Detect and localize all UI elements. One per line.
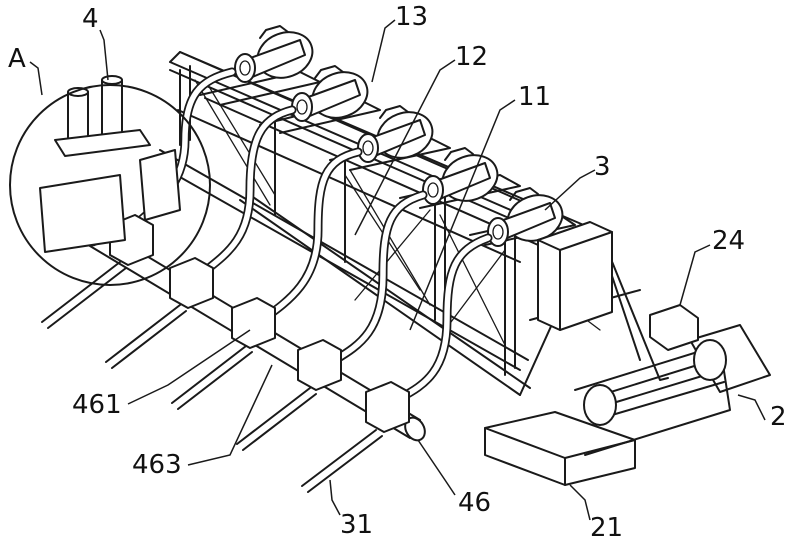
control-box [537, 221, 613, 331]
clamps [109, 214, 410, 433]
label-21: 21 [590, 513, 624, 543]
lift-mechanism [39, 75, 181, 253]
base-assembly [484, 324, 771, 486]
label-463: 463 [132, 450, 182, 480]
motor-24 [649, 304, 699, 351]
label-24: 24 [712, 226, 746, 256]
nozzle-pipes [41, 261, 383, 493]
label-12: 12 [455, 42, 489, 72]
leader-lines [29, 19, 766, 521]
detail-circle-a [9, 84, 211, 286]
label-a: A [8, 44, 26, 74]
label-11: 11 [518, 82, 552, 112]
label-3: 3 [594, 152, 611, 182]
motor-2 [291, 65, 369, 122]
label-46: 46 [458, 488, 492, 518]
motor-4 [422, 147, 499, 205]
label-4: 4 [82, 4, 99, 34]
motor-row [234, 25, 564, 247]
motor-1 [234, 25, 314, 83]
label-13: 13 [395, 2, 429, 32]
motor-3 [357, 105, 434, 163]
label-2: 2 [770, 402, 787, 432]
label-31: 31 [340, 510, 374, 540]
label-461: 461 [72, 390, 122, 420]
